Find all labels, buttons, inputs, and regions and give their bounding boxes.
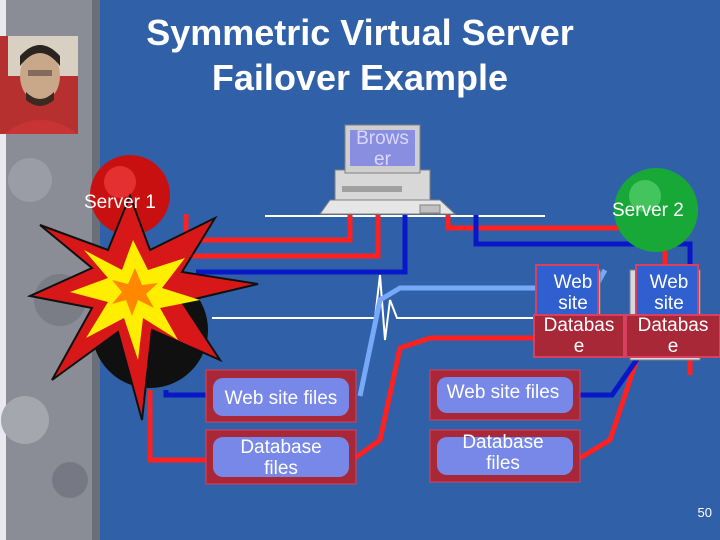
network-bar-right-spike (374, 274, 540, 341)
server2-node (614, 168, 698, 252)
virtual-server-b-web-line2: site (654, 293, 684, 314)
desktop-computer-icon (319, 124, 457, 215)
browser-label-line1: Brows (356, 128, 409, 149)
virtual-server-a-db-line1: Databas (543, 315, 615, 336)
virtual-server-a-db-line2: e (573, 336, 585, 357)
server1-database-files-line2: files (264, 458, 298, 479)
virtual-server-a-web-label: Web site (536, 272, 610, 314)
server2-database-files-label: Database files (428, 432, 578, 474)
disk-cylinder-icon (205, 369, 357, 485)
virtual-server-b-web-line1: Web (649, 272, 689, 293)
server1-database-files-label: Database files (206, 437, 356, 479)
virtual-server-b-web-label: Web site (632, 272, 706, 314)
virtual-server-boxes (533, 264, 720, 358)
server1-web-files-label: Web site files (224, 388, 338, 409)
server2-database-files-line2: files (486, 453, 520, 474)
browser-label-line2: er (374, 149, 391, 170)
virtual-server-b-db-line1: Databas (637, 315, 709, 336)
virtual-server-a-web-line1: Web (553, 272, 593, 293)
virtual-server-b-db-label: Databas e (626, 315, 720, 357)
browser-label: Brows er (345, 128, 420, 170)
server2-label: Server 2 (612, 200, 684, 221)
virtual-server-b-db-line2: e (667, 336, 679, 357)
server1-database-files-line1: Database (240, 437, 322, 458)
disk-cylinder-icon-server2 (429, 369, 581, 483)
server2-web-files-label: Web site files (446, 382, 560, 403)
slide-title: Symmetric Virtual Server Failover Exampl… (100, 10, 620, 100)
server2-database-files-line1: Database (462, 432, 544, 453)
slide-title-line2: Failover Example (211, 57, 509, 98)
page-number: 50 (697, 505, 712, 520)
explosion-icon (26, 193, 259, 421)
virtual-server-a-web-line2: site (558, 293, 588, 314)
presenter-photo (0, 36, 78, 134)
virtual-server-a-db-label: Databas e (534, 315, 624, 357)
slide-title-line1: Symmetric Virtual Server (146, 12, 574, 53)
server1-label: Server 1 (84, 192, 156, 213)
